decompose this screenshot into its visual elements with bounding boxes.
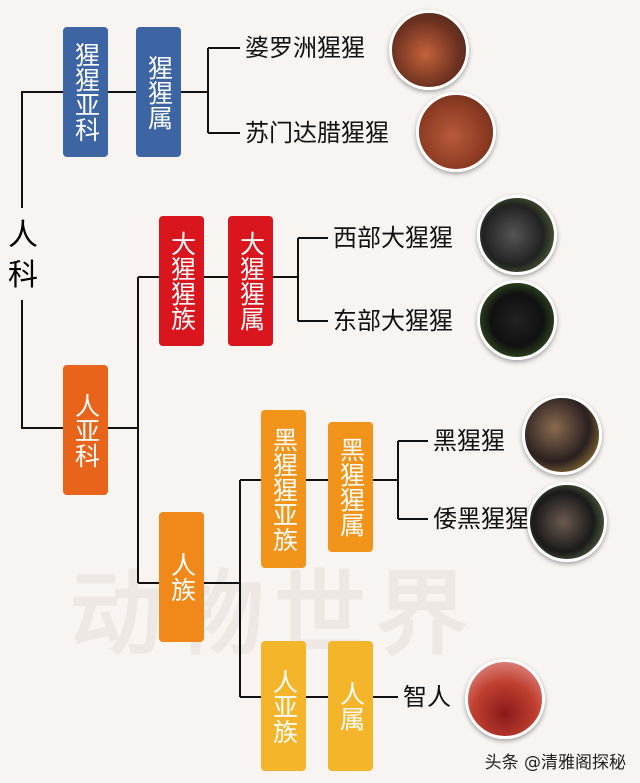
bonobo-photo [527, 482, 607, 562]
western-gorilla-photo [477, 195, 557, 275]
box-ponginae: 猩猩亚科 [63, 27, 108, 157]
box-panina: 黑猩猩亚族 [261, 410, 306, 568]
box-gorilla: 大猩猩属 [228, 216, 273, 346]
box-hominina: 人亚族 [261, 641, 306, 771]
line-family-bottom [21, 237, 328, 583]
eastern-gorilla-photo [477, 280, 557, 360]
box-homininae: 人亚科 [63, 365, 108, 495]
species-western-gorilla: 西部大猩猩 [333, 224, 453, 252]
box-gorillini: 大猩猩族 [159, 216, 204, 346]
sumatran-orangutan-photo [416, 92, 496, 172]
homo-sapiens-photo [465, 659, 545, 739]
line-hominini [138, 440, 428, 698]
species-eastern-gorilla: 东部大猩猩 [333, 307, 453, 335]
box-pongo: 猩猩属 [136, 27, 181, 157]
species-bornean-orangutan: 婆罗洲猩猩 [245, 34, 365, 62]
species-bonobo: 倭黑猩猩 [433, 505, 529, 533]
bornean-orangutan-photo [389, 10, 469, 90]
chimpanzee-photo [522, 395, 602, 475]
box-homo: 人属 [328, 641, 373, 771]
species-homo-sapiens: 智人 [403, 683, 451, 711]
species-sumatran-orangutan: 苏门达腊猩猩 [245, 119, 389, 147]
species-chimpanzee: 黑猩猩 [433, 427, 505, 455]
family-label: 人科 [8, 218, 38, 293]
box-pan: 黑猩猩属 [328, 422, 373, 552]
source-watermark: 头条 @清雅阁探秘 [484, 753, 626, 773]
box-hominini: 人族 [159, 512, 204, 642]
line-family-top [21, 47, 240, 208]
